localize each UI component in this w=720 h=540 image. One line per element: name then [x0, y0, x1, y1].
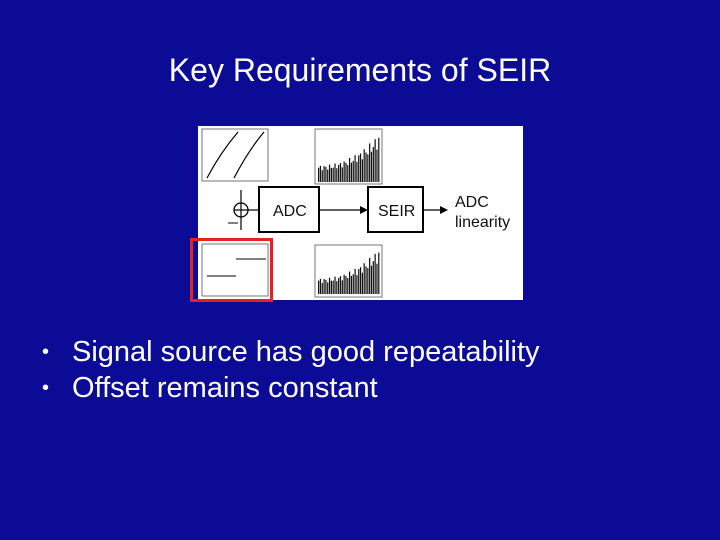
histogram-bar [318, 167, 320, 182]
histogram-bar [321, 282, 323, 294]
histogram-bar [339, 162, 342, 182]
histogram-bar [370, 151, 373, 182]
histogram-bar [325, 166, 327, 182]
summing-junction-icon [228, 190, 249, 230]
histogram-bar [336, 168, 338, 182]
histogram-bar [361, 159, 363, 182]
histogram-bar [334, 163, 336, 182]
histogram-bar [365, 266, 367, 294]
histogram-bar [378, 252, 380, 294]
bullet-icon: • [42, 377, 50, 399]
histogram-bar [367, 154, 369, 182]
histogram-bar [367, 268, 369, 294]
seir-label: SEIR [378, 203, 416, 220]
histogram-bar [374, 139, 376, 182]
histogram-bar [358, 155, 360, 182]
histogram-bar [336, 281, 338, 294]
histogram-bar [365, 152, 367, 182]
histogram-bar [339, 276, 342, 294]
adc-label: ADC [273, 203, 307, 220]
histogram-bar [369, 257, 371, 294]
histogram-bar [372, 146, 374, 182]
ramp-signal-plot [201, 128, 269, 182]
seir-block-diagram: ADC SEIR ADC linearity [198, 126, 523, 300]
histogram-bar [349, 271, 351, 294]
histogram-bar [354, 155, 356, 182]
bullet-icon: • [42, 341, 50, 363]
histogram-bar [319, 278, 322, 294]
bullet-text: Offset remains constant [72, 372, 378, 404]
histogram-bar [334, 276, 336, 294]
histogram-bar [343, 161, 345, 182]
histogram-bar [341, 280, 343, 294]
adc-linearity-label-line2: linearity [455, 214, 511, 231]
histogram-bar [338, 164, 340, 182]
histogram-bar [332, 167, 334, 182]
diagram-canvas [201, 128, 448, 298]
histogram-bar [349, 158, 351, 182]
histogram-bar [319, 165, 322, 182]
bottom-histogram-plot [314, 244, 383, 298]
histogram-bar [350, 275, 353, 294]
histogram-bar [330, 280, 332, 294]
histogram-bar [345, 162, 347, 182]
histogram-bar [345, 276, 347, 294]
histogram-bar [343, 274, 345, 294]
histogram-bar [323, 279, 325, 294]
histogram-bar [370, 265, 373, 294]
histogram-bar [356, 161, 358, 182]
signal-arrows [248, 206, 448, 214]
histogram-bar [347, 165, 349, 182]
histogram-bar [363, 263, 365, 294]
histogram-bar [369, 143, 371, 182]
histogram-bar [350, 162, 353, 182]
bullet-item: • Offset remains constant [42, 370, 540, 406]
histogram-bar [341, 167, 343, 182]
histogram-bar [325, 279, 327, 294]
histogram-bar [372, 261, 374, 294]
histogram-bar [376, 263, 378, 294]
histogram-bar [352, 274, 354, 294]
histogram-bar [327, 282, 329, 294]
histogram-bar [321, 170, 323, 182]
histogram-bar [323, 166, 325, 182]
bullet-list: • Signal source has good repeatability •… [42, 334, 540, 406]
histogram-bar [376, 149, 378, 182]
bullet-text: Signal source has good repeatability [72, 336, 540, 368]
histogram-bar [354, 268, 356, 294]
slide-title: Key Requirements of SEIR [168, 52, 552, 88]
histogram-bar [359, 267, 362, 294]
histogram-bar [358, 269, 360, 294]
offset-highlight-box [190, 238, 273, 302]
histogram-bar [361, 272, 363, 294]
offset-step-plot [201, 243, 269, 297]
top-histogram-plot [314, 128, 383, 185]
histogram-bar [328, 164, 331, 182]
seir-block [367, 186, 424, 233]
histogram-bar [332, 280, 334, 294]
histogram-bar [374, 253, 376, 294]
histogram-bar [327, 169, 329, 182]
histogram-bar [352, 160, 354, 182]
bullet-item: • Signal source has good repeatability [42, 334, 540, 370]
histogram-bar [347, 278, 349, 294]
histogram-bar [318, 280, 320, 294]
histogram-bar [328, 277, 331, 294]
histogram-bar [378, 137, 380, 182]
adc-block [258, 186, 320, 233]
histogram-bar [356, 275, 358, 294]
histogram-bar [338, 277, 340, 294]
histogram-bar [363, 149, 365, 182]
histogram-bar [330, 167, 332, 182]
histogram-bar [359, 153, 362, 182]
adc-linearity-label-line1: ADC [455, 194, 489, 211]
